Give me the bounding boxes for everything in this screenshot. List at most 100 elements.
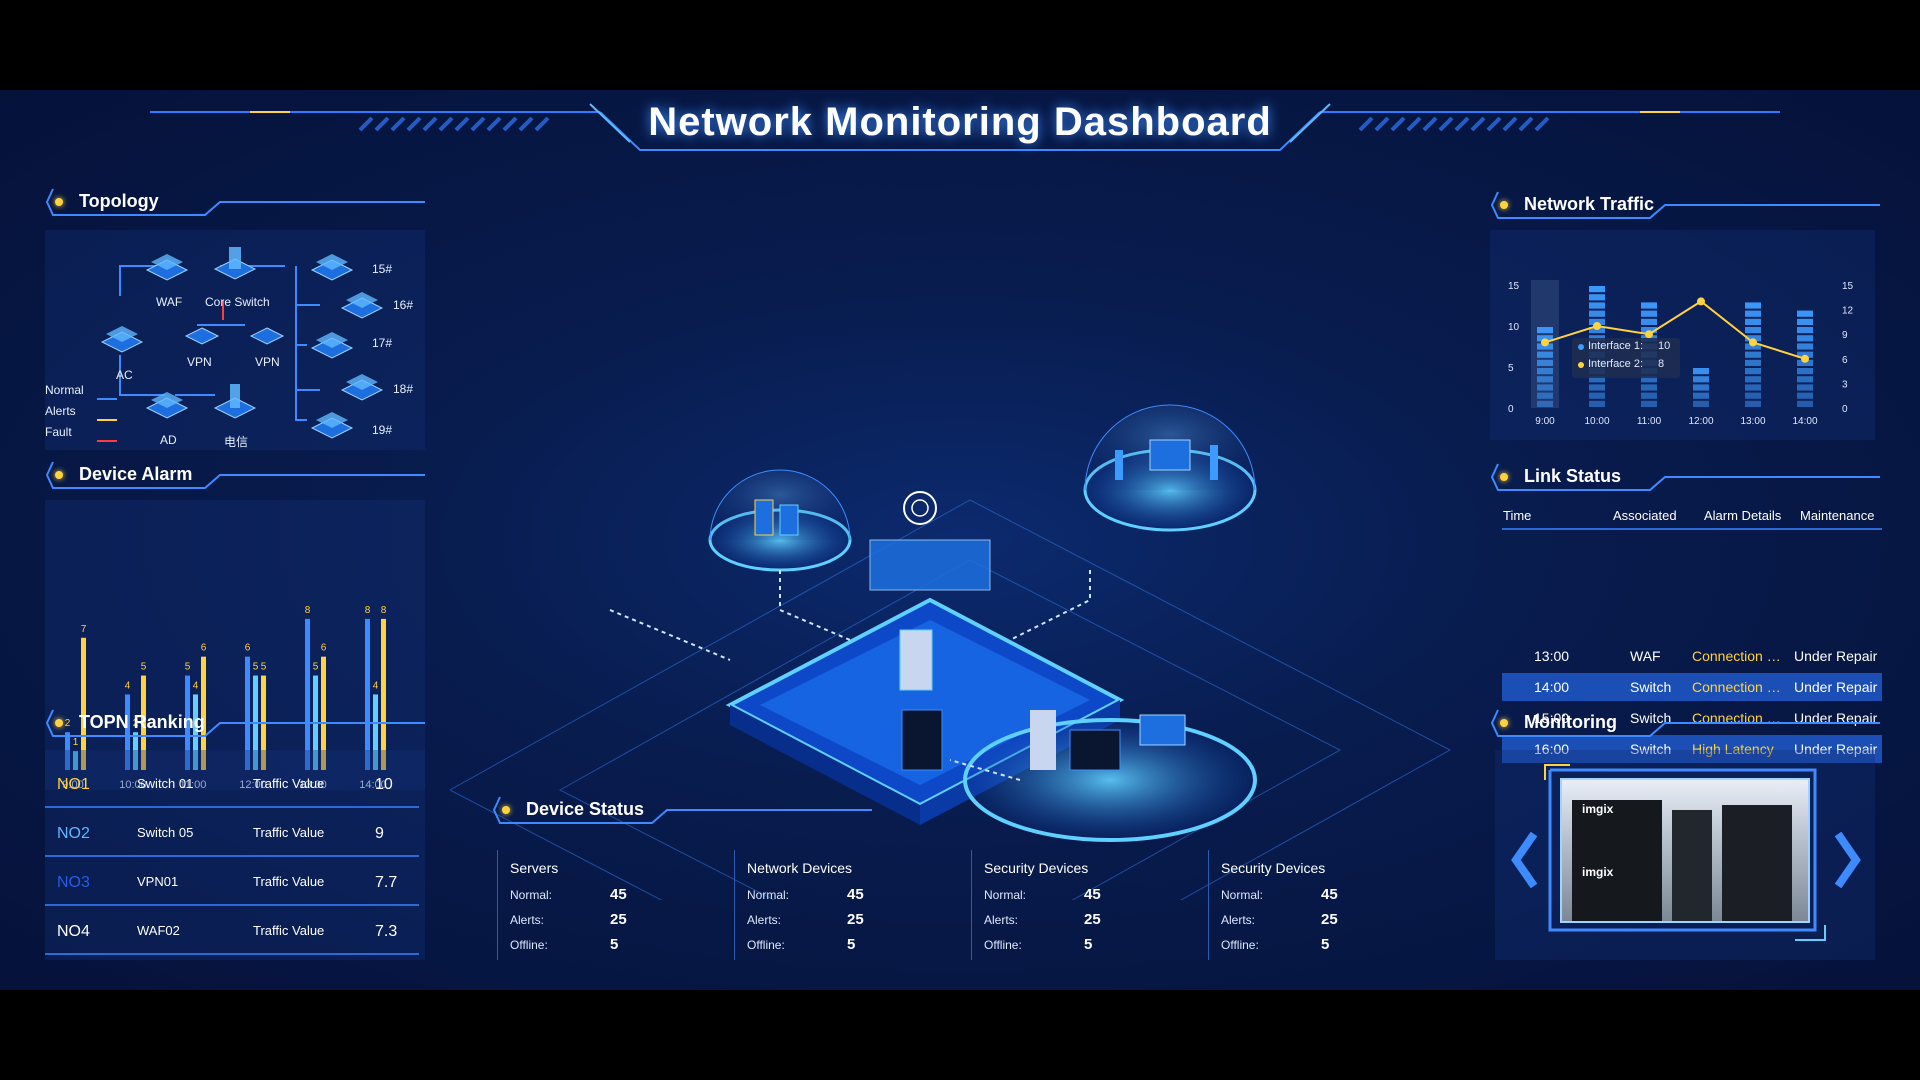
traffic-bar-segment[interactable] bbox=[1745, 400, 1761, 407]
traffic-bar-segment[interactable] bbox=[1797, 400, 1813, 407]
traffic-bar-segment[interactable] bbox=[1537, 359, 1553, 366]
traffic-bar-segment[interactable] bbox=[1589, 400, 1605, 407]
traffic-bar-segment[interactable] bbox=[1797, 335, 1813, 342]
traffic-bar-segment[interactable] bbox=[1537, 392, 1553, 399]
traffic-bar-segment[interactable] bbox=[1797, 359, 1813, 366]
alarm-bar[interactable] bbox=[381, 618, 386, 770]
traffic-bar-segment[interactable] bbox=[1693, 368, 1709, 375]
traffic-bar-segment[interactable] bbox=[1797, 392, 1813, 399]
traffic-bar-segment[interactable] bbox=[1797, 318, 1813, 325]
traffic-bar-segment[interactable] bbox=[1745, 359, 1761, 366]
traffic-bar-segment[interactable] bbox=[1537, 368, 1553, 375]
traffic-line-point[interactable] bbox=[1593, 322, 1601, 330]
telecom-node-icon[interactable] bbox=[213, 380, 257, 419]
traffic-line-point[interactable] bbox=[1645, 330, 1653, 339]
alarm-bar[interactable] bbox=[125, 694, 130, 770]
vpn-node-icon-2[interactable] bbox=[245, 320, 289, 356]
traffic-bar-segment[interactable] bbox=[1589, 302, 1605, 309]
traffic-bar-segment[interactable] bbox=[1537, 343, 1553, 350]
port-node-icon[interactable] bbox=[310, 328, 354, 364]
traffic-bar-segment[interactable] bbox=[1537, 351, 1553, 358]
vpn-node-icon[interactable] bbox=[180, 320, 224, 356]
traffic-bar-segment[interactable] bbox=[1693, 384, 1709, 391]
traffic-bar-segment[interactable] bbox=[1641, 318, 1657, 325]
traffic-bar-segment[interactable] bbox=[1693, 400, 1709, 407]
alarm-bar[interactable] bbox=[245, 656, 250, 770]
traffic-bar-segment[interactable] bbox=[1745, 335, 1761, 342]
core-switch-node-icon[interactable] bbox=[213, 245, 257, 281]
traffic-line-point[interactable] bbox=[1541, 338, 1549, 347]
traffic-bar-segment[interactable] bbox=[1745, 302, 1761, 309]
traffic-bar-segment[interactable] bbox=[1589, 294, 1605, 301]
ac-node-icon[interactable] bbox=[100, 322, 144, 358]
port-node-icon[interactable] bbox=[310, 408, 354, 444]
port-node-icon[interactable] bbox=[340, 288, 384, 324]
alarm-bar[interactable] bbox=[133, 732, 138, 770]
traffic-bar-segment[interactable] bbox=[1745, 310, 1761, 317]
traffic-bar-segment[interactable] bbox=[1745, 376, 1761, 383]
traffic-bar-segment[interactable] bbox=[1693, 392, 1709, 399]
traffic-bar-segment[interactable] bbox=[1537, 327, 1553, 334]
camera-feed[interactable]: imgix imgix bbox=[1560, 778, 1810, 923]
traffic-bar-segment[interactable] bbox=[1537, 376, 1553, 383]
traffic-bar-segment[interactable] bbox=[1745, 368, 1761, 375]
traffic-bar-segment[interactable] bbox=[1797, 376, 1813, 383]
traffic-bar-segment[interactable] bbox=[1641, 302, 1657, 309]
port-node-icon[interactable] bbox=[310, 250, 354, 286]
alarm-bar[interactable] bbox=[373, 694, 378, 770]
traffic-bar-segment[interactable] bbox=[1797, 327, 1813, 334]
port-node-icon[interactable] bbox=[340, 370, 384, 406]
traffic-bar-segment[interactable] bbox=[1589, 327, 1605, 334]
traffic-bar-segment[interactable] bbox=[1693, 376, 1709, 383]
next-camera-button[interactable] bbox=[1832, 830, 1862, 890]
alarm-bar[interactable] bbox=[321, 656, 326, 770]
traffic-bar-segment[interactable] bbox=[1745, 318, 1761, 325]
traffic-bar-segment[interactable] bbox=[1589, 392, 1605, 399]
waf-node-icon[interactable] bbox=[145, 250, 189, 286]
traffic-line-point[interactable] bbox=[1697, 297, 1705, 306]
alarm-bar[interactable] bbox=[193, 694, 198, 770]
traffic-line-point[interactable] bbox=[1749, 338, 1757, 347]
traffic-bar-segment[interactable] bbox=[1797, 343, 1813, 350]
traffic-bar-segment[interactable] bbox=[1797, 351, 1813, 358]
alarm-bar[interactable] bbox=[81, 637, 86, 770]
traffic-bar-segment[interactable] bbox=[1745, 392, 1761, 399]
traffic-bar-segment[interactable] bbox=[1589, 384, 1605, 391]
traffic-bar-segment[interactable] bbox=[1641, 400, 1657, 407]
traffic-bar-segment[interactable] bbox=[1641, 310, 1657, 317]
prev-camera-button[interactable] bbox=[1510, 830, 1540, 890]
alarm-bar[interactable] bbox=[365, 618, 370, 770]
traffic-bar-segment[interactable] bbox=[1745, 384, 1761, 391]
alarm-bar[interactable] bbox=[65, 732, 70, 770]
alarm-bar[interactable] bbox=[141, 675, 146, 770]
traffic-bar-segment[interactable] bbox=[1797, 310, 1813, 317]
traffic-bar-segment[interactable] bbox=[1589, 286, 1605, 293]
traffic-bar-segment[interactable] bbox=[1641, 376, 1657, 383]
traffic-bar-segment[interactable] bbox=[1797, 384, 1813, 391]
traffic-bar-segment[interactable] bbox=[1641, 327, 1657, 334]
traffic-bar-segment[interactable] bbox=[1641, 384, 1657, 391]
alarm-bar[interactable] bbox=[185, 675, 190, 770]
traffic-bar-segment[interactable] bbox=[1745, 343, 1761, 350]
traffic-bar-segment[interactable] bbox=[1745, 327, 1761, 334]
traffic-bar-segment[interactable] bbox=[1537, 335, 1553, 342]
traffic-bar-segment[interactable] bbox=[1797, 368, 1813, 375]
traffic-bar-segment[interactable] bbox=[1641, 392, 1657, 399]
alarm-bar[interactable] bbox=[201, 656, 206, 770]
traffic-bar-segment[interactable] bbox=[1589, 376, 1605, 383]
ad-node-icon[interactable] bbox=[145, 388, 189, 424]
traffic-bar-segment[interactable] bbox=[1537, 400, 1553, 407]
alarm-bar[interactable] bbox=[73, 751, 78, 770]
traffic-bar-segment[interactable] bbox=[1589, 310, 1605, 317]
traffic-bar-segment[interactable] bbox=[1745, 351, 1761, 358]
alarm-bar[interactable] bbox=[305, 618, 310, 770]
traffic-line-point[interactable] bbox=[1801, 354, 1809, 363]
traffic-bar-segment[interactable] bbox=[1537, 384, 1553, 391]
